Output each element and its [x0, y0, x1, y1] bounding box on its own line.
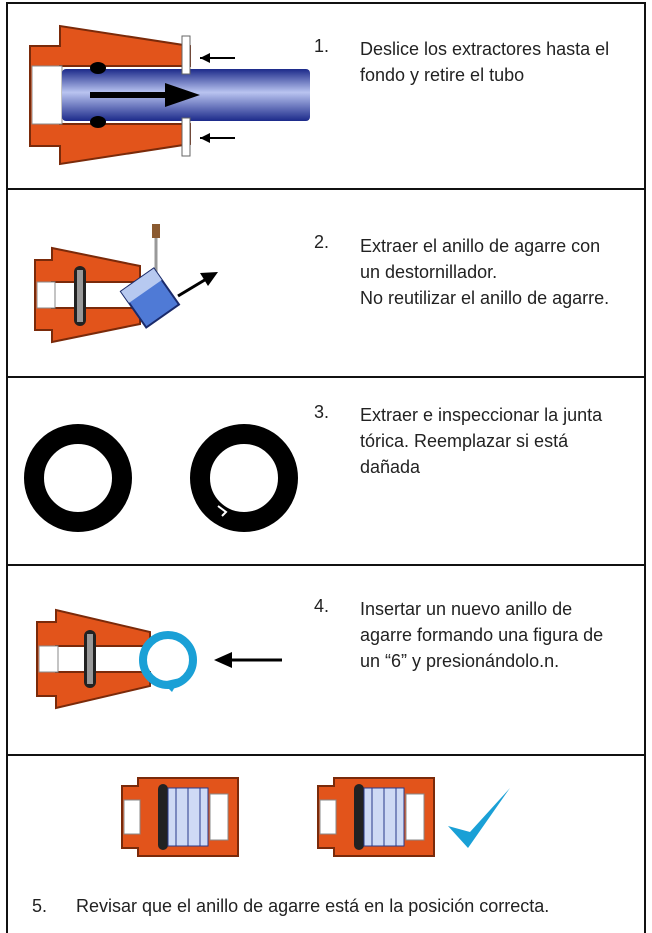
step-5-line-1: Revisar que el anillo de agarre está en … [76, 896, 550, 916]
pipe-removal-illustration [29, 24, 310, 166]
step-3-number: 3. [314, 402, 330, 422]
grip-ring-extraction-illustration [34, 224, 218, 344]
correct-position-illustration [121, 777, 510, 857]
step-3-line-1: Extraer e inspeccionar la junta [360, 405, 603, 425]
grip-ring-insertion-illustration [36, 608, 282, 710]
step-4-line-3: un “6” y presionándolo.n. [360, 651, 560, 671]
step-5-number: 5. [32, 896, 48, 916]
step-4-panel: 4. Insertar un nuevo anillo de agarre fo… [6, 564, 646, 756]
step-4-line-2: agarre formando una figura de [360, 625, 604, 645]
step-3-panel: 3. Extraer e inspeccionar la junta tóric… [6, 376, 646, 566]
step-2-line-3: No reutilizar el anillo de agarre. [360, 288, 610, 308]
step-1-number: 1. [314, 36, 330, 56]
o-ring-icon [24, 424, 298, 532]
step-1-panel: 1. Deslice los extractores hasta el fond… [6, 2, 646, 190]
step-4-number: 4. [314, 596, 330, 616]
step-3-line-3: dañada [360, 457, 421, 477]
checkmark-icon [448, 788, 510, 848]
step-2-number: 2. [314, 232, 330, 252]
arrow-icon [200, 53, 235, 143]
step-3-line-2: tórica. Reemplazar si está [360, 431, 569, 451]
step-2-panel: 2. Extraer el anillo de agarre con un de… [6, 188, 646, 378]
step-2-line-1: Extraer el anillo de agarre con [360, 236, 601, 256]
step-5-panel: 5. Revisar que el anillo de agarre está … [6, 754, 646, 933]
step-1-line-1: Deslice los extractores hasta el [360, 39, 610, 59]
step-2-line-2: un destornillador. [360, 262, 498, 282]
step-1-line-2: fondo y retire el tubo [360, 65, 525, 85]
step-4-line-1: Insertar un nuevo anillo de [360, 599, 573, 619]
